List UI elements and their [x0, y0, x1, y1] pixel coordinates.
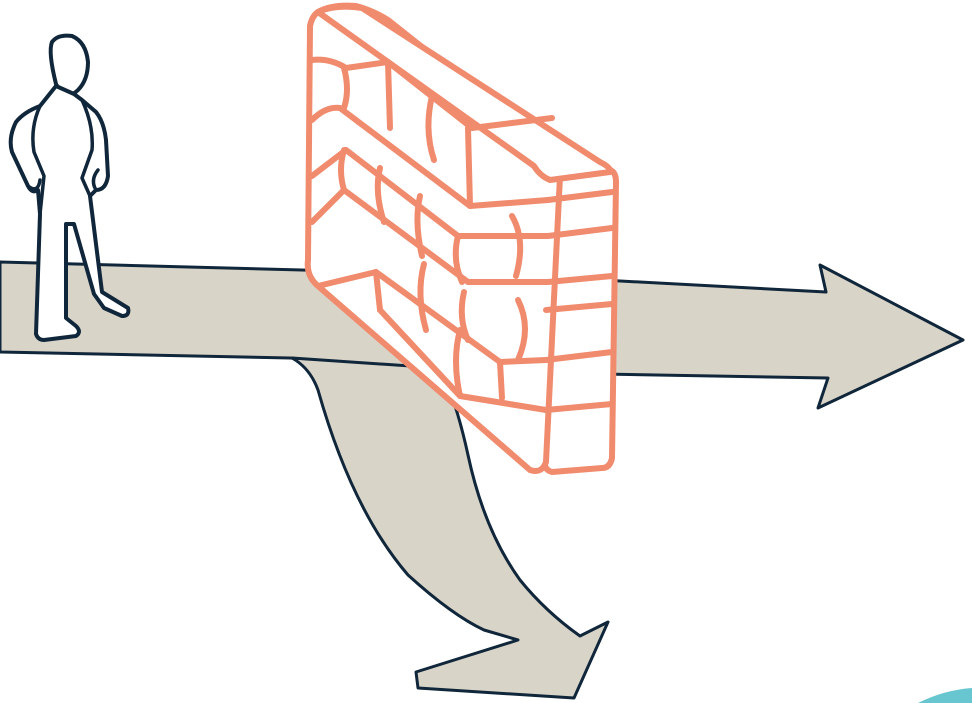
brick-mortar-lines: [309, 56, 615, 413]
corner-accent-shape: [918, 688, 972, 703]
brick-wall: [304, 2, 619, 475]
person-left-hand: [26, 178, 42, 191]
person-left-arm: [31, 104, 46, 216]
person-head: [48, 33, 90, 98]
person-right-arm: [80, 98, 95, 198]
person-right-hand: [91, 168, 100, 192]
detour-route-arrow: [290, 356, 610, 700]
standing-person: [8, 33, 131, 342]
wall-top-face: [315, 3, 614, 183]
person-body: [8, 84, 131, 342]
